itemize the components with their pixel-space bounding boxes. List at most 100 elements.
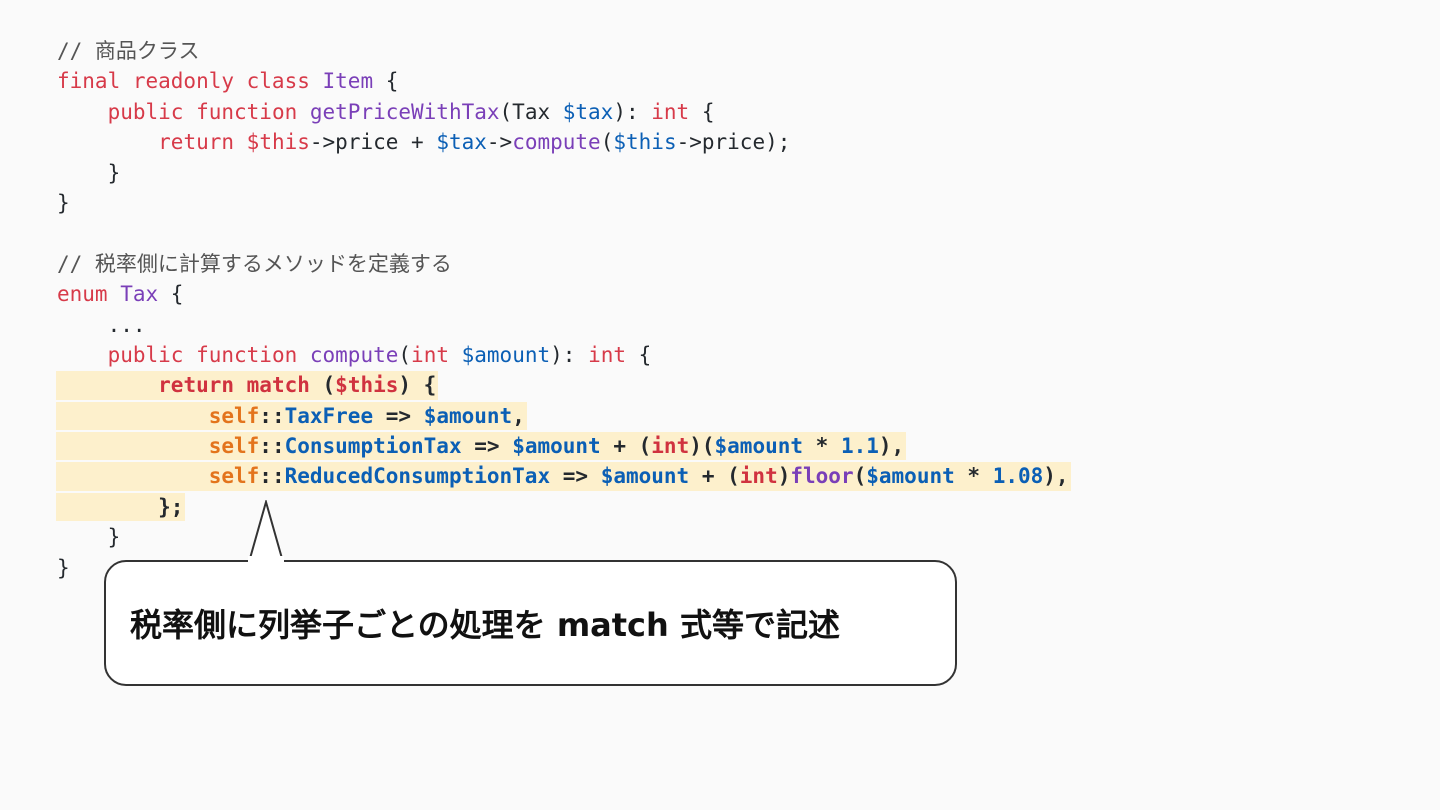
code-token: ReducedConsumptionTax	[284, 464, 551, 489]
code-token: ...	[57, 312, 146, 337]
code-token: };	[57, 494, 184, 519]
code-token: *	[803, 434, 841, 459]
code-token: $amount	[461, 342, 551, 367]
code-token: int	[411, 342, 462, 367]
code-token: self	[208, 434, 260, 459]
code-token	[57, 434, 209, 458]
code-token: {	[626, 342, 652, 367]
code-token: return match	[158, 373, 310, 398]
code-token: int	[588, 342, 627, 367]
code-line: }	[57, 522, 1069, 552]
code-token: ConsumptionTax	[284, 434, 462, 459]
code-token: compute	[309, 342, 399, 367]
code-line: // 商品クラス	[57, 36, 1069, 66]
code-token: compute	[512, 130, 601, 155]
code-token: ->	[486, 130, 513, 155]
code-token: 1.1	[840, 434, 879, 459]
highlight-band	[56, 462, 1071, 491]
code-token: ),	[1043, 464, 1069, 489]
code-line: }	[57, 553, 1069, 583]
code-line: ...	[57, 310, 1069, 340]
code-token: $tax	[562, 99, 614, 124]
code-token: ):	[550, 342, 589, 367]
code-token: $this	[335, 373, 399, 398]
code-token: (Tax	[499, 99, 563, 124]
code-line	[57, 218, 1069, 248]
code-token: final readonly class	[57, 69, 323, 94]
code-line-highlighted: self::TaxFree => $amount,	[56, 401, 1069, 431]
code-token: }	[57, 160, 121, 185]
code-token	[57, 130, 158, 154]
code-token: )	[777, 464, 791, 489]
code-token: int	[651, 99, 690, 124]
code-token: (	[853, 464, 867, 489]
code-token	[57, 404, 209, 428]
code-token: $this	[246, 130, 310, 155]
code-token: int	[651, 434, 690, 459]
code-line: public function compute(int $amount): in…	[57, 340, 1069, 370]
code-token: ):	[613, 99, 652, 124]
code-token: Tax	[120, 282, 159, 307]
callout-tail-join	[248, 556, 284, 564]
code-line: enum Tax {	[57, 279, 1069, 309]
highlight-band	[56, 371, 439, 400]
code-token: (	[600, 130, 614, 155]
callout-bubble: 税率側に列挙子ごとの処理を match 式等で記述	[104, 560, 957, 686]
code-token: $amount	[600, 464, 690, 489]
code-block: // 商品クラス final readonly class Item { publ…	[56, 36, 1071, 583]
code-token	[57, 100, 108, 124]
code-token: Item	[322, 69, 374, 94]
code-token: 1.08	[992, 464, 1044, 489]
code-token: }	[57, 190, 70, 215]
code-token	[57, 464, 209, 488]
code-token: int	[739, 464, 778, 489]
code-line: return $this->price + $tax->compute($thi…	[57, 127, 1069, 157]
code-token: )(	[689, 434, 715, 459]
code-token: + (	[689, 464, 740, 489]
callout-text: 税率側に列挙子ごとの処理を match 式等で記述	[130, 606, 840, 644]
code-token: =>	[373, 403, 424, 428]
code-line: final readonly class Item {	[57, 66, 1069, 96]
code-line: }	[57, 158, 1069, 188]
code-token: (	[398, 342, 412, 367]
code-token: public function	[107, 342, 310, 367]
code-token: self	[208, 403, 260, 428]
code-token: public function	[107, 99, 310, 124]
code-token: ::	[259, 464, 285, 489]
code-token: ,	[512, 403, 525, 428]
code-token	[57, 373, 158, 397]
code-token: (	[309, 373, 336, 398]
code-token: $amount	[423, 403, 513, 428]
code-line-highlighted: self::ReducedConsumptionTax => $amount +…	[56, 461, 1071, 491]
code-token: $tax	[436, 130, 487, 155]
code-line: }	[57, 188, 1069, 218]
code-token: // 税率側に計算するメソッドを定義する	[57, 251, 452, 276]
code-token: self	[208, 464, 260, 489]
code-token: $this	[613, 130, 677, 155]
code-token: // 商品クラス	[57, 39, 200, 63]
code-token: {	[689, 99, 715, 124]
code-token: ->price);	[676, 130, 791, 155]
code-line-highlighted: return match ($this) {	[56, 370, 1069, 400]
code-token: $amount	[512, 434, 601, 459]
code-line: // 税率側に計算するメソッドを定義する	[57, 249, 1069, 279]
code-token: ->price +	[309, 130, 437, 155]
code-token: =>	[461, 434, 513, 459]
code-line: public function getPriceWithTax(Tax $tax…	[57, 97, 1069, 127]
code-token: enum	[57, 282, 121, 307]
code-token: + (	[600, 434, 652, 459]
code-token: ::	[259, 434, 285, 459]
code-token: $amount	[714, 434, 804, 459]
code-line-highlighted: self::ConsumptionTax => $amount + (int)(…	[56, 431, 1069, 461]
code-token: TaxFree	[284, 403, 374, 428]
code-token: *	[954, 464, 993, 489]
highlight-band	[56, 432, 907, 461]
code-token: }	[57, 555, 70, 580]
code-token: $amount	[866, 464, 955, 489]
code-token: getPriceWithTax	[309, 99, 500, 124]
code-token: ) {	[398, 373, 437, 398]
code-token: =>	[550, 464, 601, 489]
code-token: ),	[878, 434, 905, 459]
code-token: return	[158, 130, 247, 155]
code-line-highlighted: };	[56, 492, 1069, 522]
